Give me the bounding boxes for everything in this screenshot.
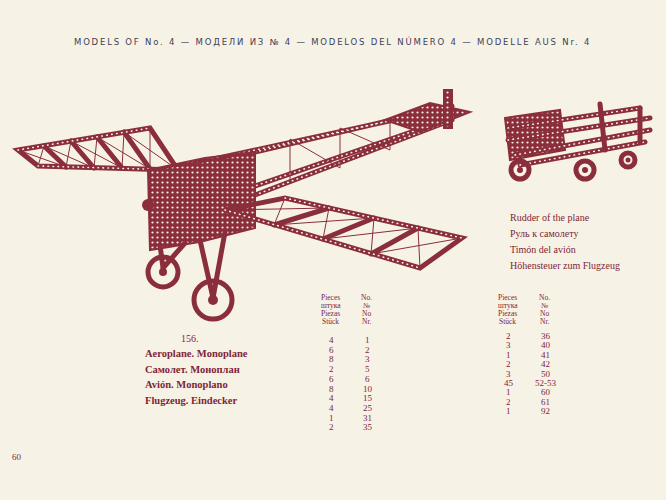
- part-number: 6: [365, 374, 370, 384]
- page-header: MODELS OF No. 4 — МОДЕЛИ ИЗ № 4 — MODELO…: [74, 38, 591, 48]
- piece-count: 1: [506, 406, 511, 416]
- piece-count: 1: [506, 350, 511, 360]
- piece-count: 2: [506, 331, 511, 341]
- part-number: 52-53: [535, 378, 556, 388]
- piece-count: 8: [329, 354, 334, 364]
- right-wing: [225, 198, 462, 268]
- part-number: 40: [541, 340, 550, 350]
- part-number: 35: [363, 422, 372, 432]
- part-number: 60: [541, 387, 550, 397]
- rudder-caption: Höhensteuer zum Flugzeug: [510, 260, 620, 272]
- model-caption: Самолет. Моноплан: [145, 364, 240, 376]
- piece-count: 6: [329, 374, 334, 384]
- column-header: Stück: [322, 318, 339, 327]
- column-header: Stück: [499, 318, 516, 327]
- rudder-illustration: [505, 104, 650, 179]
- piece-count: 3: [506, 369, 511, 379]
- part-number: 1: [365, 335, 370, 345]
- piece-count: 4: [329, 393, 334, 403]
- model-caption: Avión. Monoplano: [145, 379, 228, 391]
- part-number: 61: [541, 397, 550, 407]
- part-number: 2: [365, 345, 370, 355]
- piece-count: 3: [506, 340, 511, 350]
- rudder-caption: Rudder of the plane: [510, 212, 589, 224]
- tail-plane: [385, 90, 470, 132]
- page-number: 60: [12, 452, 21, 462]
- part-number: 3: [365, 354, 370, 364]
- column-header: Nr.: [362, 318, 371, 327]
- piece-count: 1: [329, 413, 334, 423]
- part-number: 10: [363, 384, 372, 394]
- piece-count: 1: [506, 387, 511, 397]
- undercarriage: [148, 232, 232, 319]
- part-number: 41: [541, 350, 550, 360]
- part-number: 5: [365, 364, 370, 374]
- piece-count: 2: [329, 422, 334, 432]
- piece-count: 4: [329, 335, 334, 345]
- model-number: 156.: [181, 333, 199, 345]
- piece-count: 2: [506, 397, 511, 407]
- part-number: 15: [363, 393, 372, 403]
- piece-count: 4: [329, 403, 334, 413]
- model-caption: Aeroplane. Monoplane: [145, 348, 247, 360]
- piece-count: 45: [504, 378, 513, 388]
- part-number: 36: [541, 331, 550, 341]
- piece-count: 2: [506, 359, 511, 369]
- left-wing: [18, 128, 178, 170]
- model-caption: Flugzeug. Eindecker: [145, 395, 237, 407]
- part-number: 31: [363, 413, 372, 423]
- piece-count: 6: [329, 345, 334, 355]
- part-number: 42: [541, 359, 550, 369]
- piece-count: 8: [329, 384, 334, 394]
- part-number: 92: [541, 406, 550, 416]
- part-number: 25: [363, 403, 372, 413]
- rudder-caption: Timón del avión: [510, 244, 576, 256]
- rudder-caption: Руль к самолету: [510, 228, 578, 240]
- column-header: Nr.: [540, 318, 549, 327]
- part-number: 50: [541, 369, 550, 379]
- piece-count: 2: [329, 364, 334, 374]
